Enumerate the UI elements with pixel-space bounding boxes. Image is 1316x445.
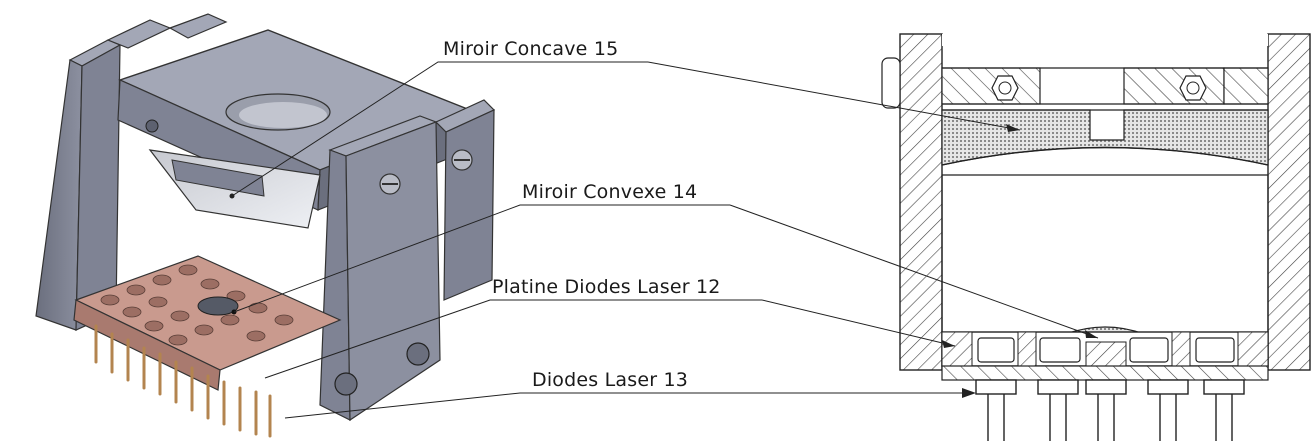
label-diodes-laser: Diodes Laser 13	[532, 369, 689, 391]
cross-section	[881, 33, 1311, 441]
leader-concave-right	[647, 61, 1021, 131]
leader-platine-right	[761, 299, 956, 347]
leader-platine-left	[264, 299, 762, 379]
leader-convexe-right	[729, 204, 1099, 339]
leader-concave-left	[231, 61, 648, 197]
arrowheads	[942, 124, 1098, 398]
leader-lines	[231, 61, 1099, 419]
assembly-3d	[35, 13, 496, 438]
leader-diodes-left	[284, 392, 720, 419]
label-miroir-concave: Miroir Concave 15	[443, 38, 619, 60]
label-miroir-convexe: Miroir Convexe 14	[522, 181, 698, 203]
leader-convexe-left	[233, 204, 730, 313]
label-platine-diodes-laser: Platine Diodes Laser 12	[492, 276, 721, 298]
